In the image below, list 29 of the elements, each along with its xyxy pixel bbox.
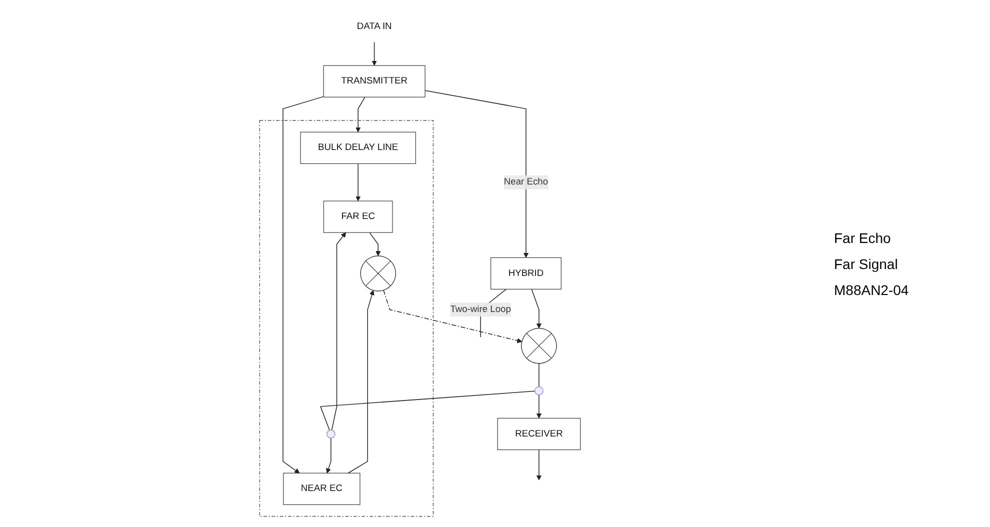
arrow <box>282 96 324 474</box>
arrow <box>348 290 374 474</box>
edge-label: Two-wire Loop <box>450 304 511 314</box>
connector <box>320 390 536 431</box>
arrow <box>369 232 381 256</box>
node-circle <box>534 386 544 396</box>
arrow <box>372 42 377 66</box>
node-box: HYBRID <box>490 257 562 290</box>
arrow <box>331 232 346 430</box>
note-label: M88AN2-04 <box>834 282 910 298</box>
edge-label: Near Echo <box>504 177 548 188</box>
node-box: TRANSMITTER <box>323 65 426 98</box>
node-box: RECEIVER <box>497 418 581 450</box>
node-circle <box>326 430 336 438</box>
node-box: NEAR EC <box>283 472 360 505</box>
arrow <box>536 394 542 418</box>
arrow <box>424 90 529 258</box>
node-text: DATA IN <box>356 21 392 32</box>
arrow <box>326 438 332 474</box>
arrow <box>536 449 542 480</box>
arrow <box>531 288 542 329</box>
node-box: FAR EC <box>323 200 393 233</box>
note-label: Far Echo <box>834 230 892 246</box>
cluster <box>259 120 434 517</box>
arrow <box>356 96 366 132</box>
arrow <box>356 163 361 202</box>
connector <box>538 362 540 388</box>
node-box: BULK DELAY LINE <box>300 132 416 164</box>
note-label: Far Signal <box>834 256 899 272</box>
